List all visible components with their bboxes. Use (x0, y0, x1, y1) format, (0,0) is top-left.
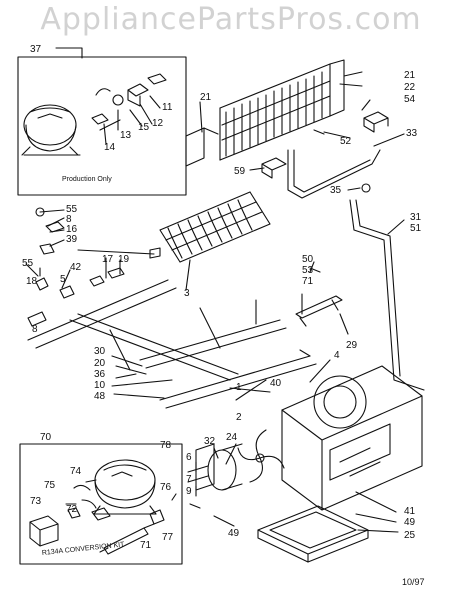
callout-c21b: 21 (200, 92, 212, 103)
callout-c30: 30 (94, 346, 106, 357)
callout-c55b: 55 (22, 258, 34, 269)
kit-compressor (93, 459, 157, 515)
callout-c32: 32 (204, 436, 216, 447)
callout-c78: 78 (160, 440, 172, 451)
part-52-clip (313, 129, 325, 135)
screws-6-7-9 (189, 461, 201, 509)
callout-c21a: 21 (404, 70, 416, 81)
callout-c48: 48 (94, 391, 106, 402)
callout-c2: 2 (236, 412, 242, 423)
callout-c41: 41 (404, 506, 416, 517)
callout-c6: 6 (186, 452, 192, 463)
inset-compressor (21, 104, 81, 156)
callout-c17: 17 (102, 254, 114, 265)
site-watermark: AppliancePartsPros.com (40, 2, 422, 37)
kit-relay-block (29, 515, 59, 547)
callout-c40: 40 (270, 378, 282, 389)
kit-part-77 (149, 509, 165, 525)
callout-c9: 9 (186, 486, 192, 497)
production-only-caption: Production Only (62, 176, 112, 183)
callout-c11: 11 (162, 102, 173, 113)
callout-c55a: 55 (66, 204, 78, 215)
evaporator-coil (159, 191, 271, 263)
part-54-block (363, 111, 389, 133)
fan-motor (187, 443, 243, 491)
callout-c75: 75 (44, 480, 56, 491)
callout-c15: 15 (138, 122, 150, 133)
callout-c33: 33 (406, 128, 418, 139)
bracket-71 (295, 295, 343, 327)
tube-33 (287, 149, 381, 199)
drain-pan (257, 505, 369, 563)
callout-c14: 14 (104, 142, 116, 153)
callout-c71b: 71 (140, 540, 152, 551)
callout-c1: 1 (236, 382, 242, 393)
callout-c37: 37 (30, 44, 42, 55)
drain-tube (349, 199, 425, 391)
callout-c20: 20 (94, 358, 106, 369)
callout-c42: 42 (70, 262, 82, 273)
callout-c50: 50 (302, 254, 314, 265)
callout-c70: 70 (40, 432, 52, 443)
fan-blade (237, 429, 285, 483)
callout-c22: 22 (404, 82, 416, 93)
callout-c3: 3 (184, 288, 190, 299)
callout-c24: 24 (226, 432, 238, 443)
callout-c77: 77 (162, 532, 174, 543)
callout-c16: 16 (66, 224, 78, 235)
conversion-kit-frame (19, 443, 183, 565)
inset-relay-parts (91, 73, 167, 131)
callout-c13: 13 (120, 130, 132, 141)
callout-c53: 53 (302, 265, 314, 276)
callout-c74: 74 (70, 466, 82, 477)
callout-c36: 36 (94, 369, 106, 380)
base-frame (27, 279, 317, 409)
callout-c25: 25 (404, 530, 416, 541)
motor-bracket (195, 443, 215, 491)
callout-c8b: 8 (32, 324, 38, 335)
kit-part-76 (91, 507, 111, 521)
date-code: 10/97 (402, 577, 425, 587)
callout-c35: 35 (330, 185, 342, 196)
callout-c4: 4 (334, 350, 340, 361)
callout-c73: 73 (30, 496, 42, 507)
callout-c8a: 8 (66, 214, 72, 225)
callout-c19: 19 (118, 254, 130, 265)
callout-c49a: 49 (228, 528, 240, 539)
leader-37 (55, 47, 83, 59)
kit-part-72 (67, 507, 81, 519)
condenser-coil (219, 59, 345, 161)
callout-c18: 18 (26, 276, 38, 287)
callout-c10: 10 (94, 380, 106, 391)
fan-shroud (281, 365, 423, 511)
part-59-block (261, 157, 287, 179)
part-35-fitting (361, 183, 371, 193)
kit-filter-drier (99, 523, 155, 555)
callout-c71a: 71 (302, 276, 314, 287)
callout-c7: 7 (186, 474, 192, 485)
callout-c31: 31 (410, 212, 422, 223)
callout-c39: 39 (66, 234, 78, 245)
callout-c49b: 49 (404, 517, 416, 528)
production-inset-frame (17, 56, 187, 196)
callout-c72: 72 (66, 504, 78, 515)
callout-c52: 52 (340, 136, 352, 147)
callout-c59: 59 (234, 166, 246, 177)
callout-c29: 29 (346, 340, 358, 351)
callout-c51: 51 (410, 223, 422, 234)
condenser-bracket (185, 127, 219, 167)
callout-c12: 12 (152, 118, 164, 129)
callout-c5: 5 (60, 274, 66, 285)
callout-c76: 76 (160, 482, 172, 493)
callout-c54: 54 (404, 94, 416, 105)
